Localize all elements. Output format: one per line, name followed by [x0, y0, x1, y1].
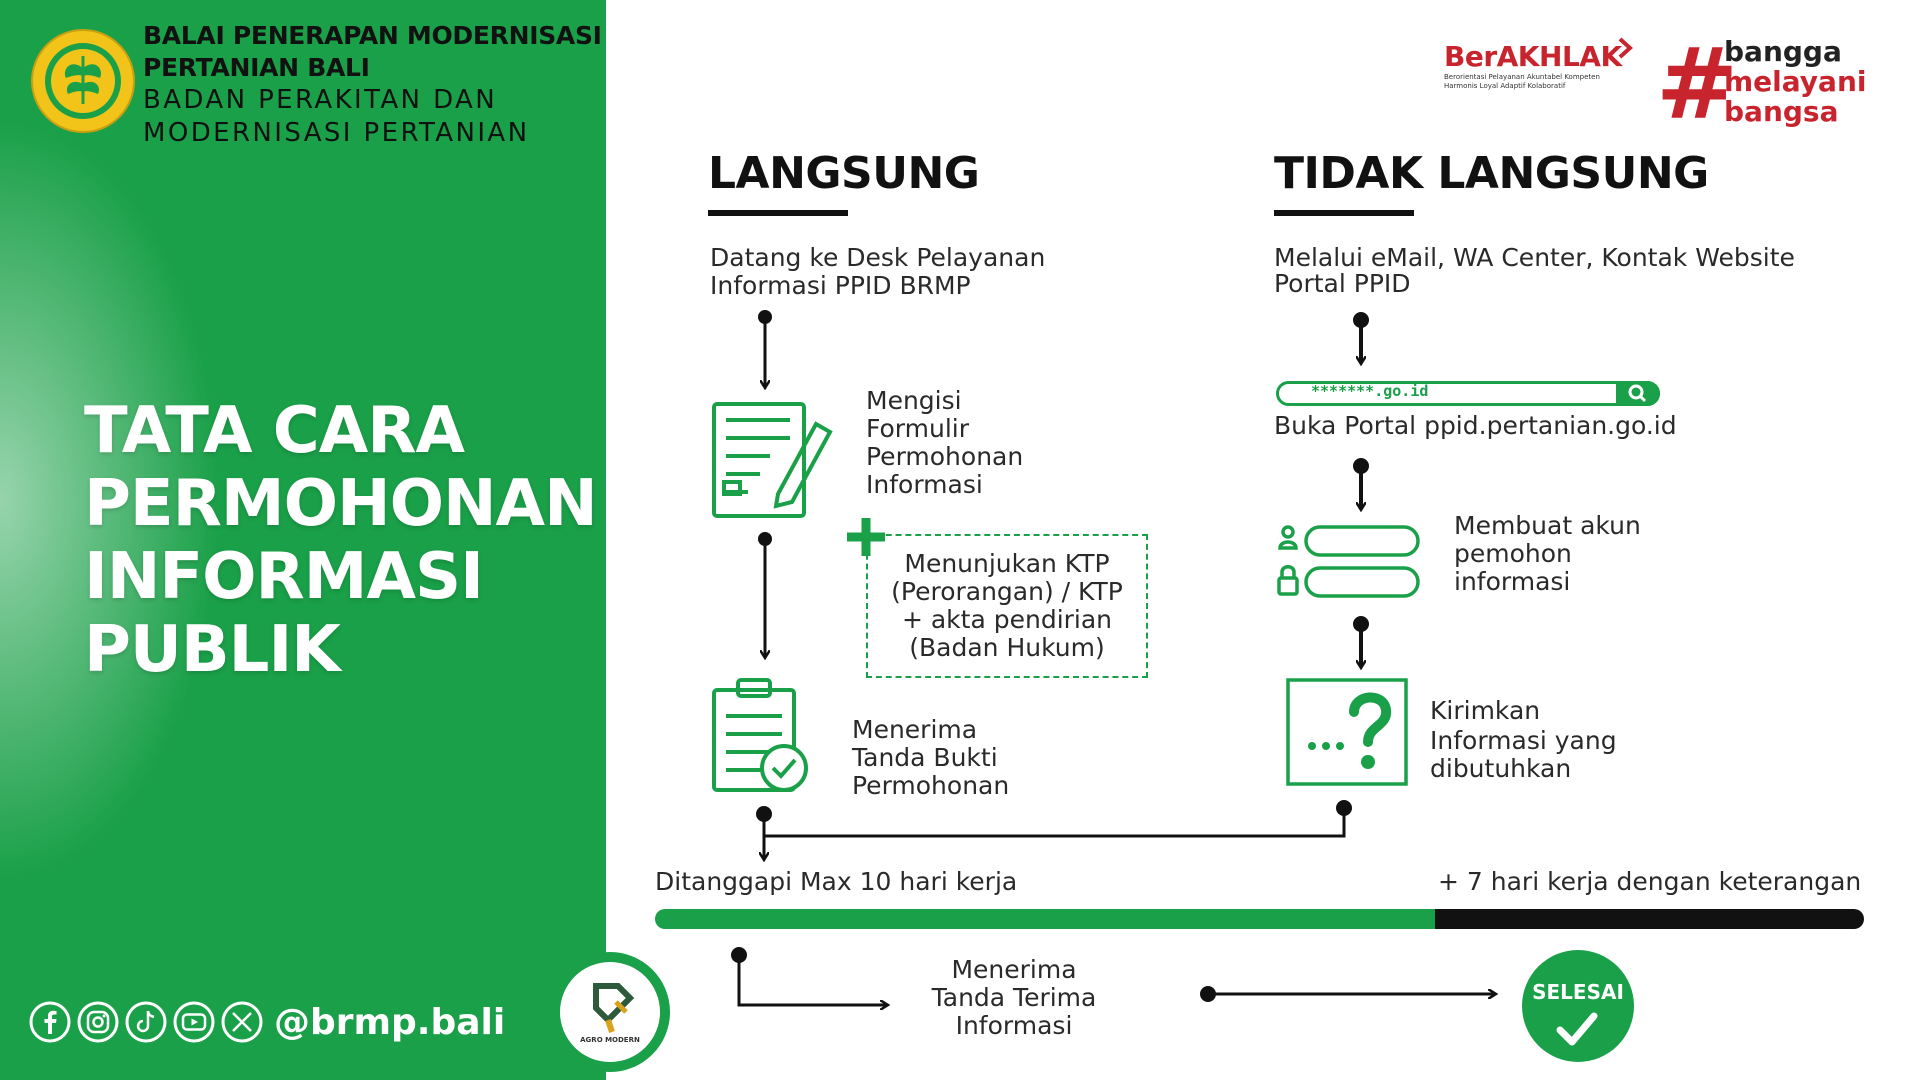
tidak-langsung-step-2: Buka Portal ppid.pertanian.go.id	[1274, 411, 1677, 440]
hashtag-icon: #	[1656, 28, 1739, 142]
question-icon	[1286, 678, 1408, 786]
final-step-line-2: Tanda Terima	[931, 983, 1097, 1012]
done-label: SELESAI	[1532, 980, 1624, 1004]
tidak-langsung-connector-2	[1353, 458, 1369, 508]
langsung-step-2-line-4: Informasi	[866, 470, 983, 499]
social-handle[interactable]: @brmp.bali	[274, 1001, 506, 1043]
langsung-step-3-line-3: Permohonan	[852, 771, 1010, 800]
instagram-icon[interactable]	[76, 1000, 120, 1044]
tidak-langsung-heading: TIDAK LANGSUNG	[1274, 148, 1709, 199]
search-icon	[1628, 384, 1647, 403]
langsung-connector-2	[758, 532, 772, 656]
timeline-bar-main	[655, 909, 1437, 929]
timeline-bar-extension	[1435, 909, 1864, 929]
langsung-step-3-line-1: Menerima	[852, 715, 978, 744]
page-title-line-1: TATA CARA	[84, 394, 465, 468]
clipboard-check-icon	[712, 678, 808, 792]
langsung-connector-1	[758, 310, 772, 386]
org-parent-line-2: MODERNISASI PERTANIAN	[143, 118, 530, 148]
final-step-line-3: Informasi	[955, 1011, 1073, 1040]
org-name-line-2: PERTANIAN BALI	[143, 53, 370, 82]
langsung-step-3-line-2: Tanda Bukti	[852, 743, 998, 772]
agro-modern-logo-icon	[593, 983, 635, 1033]
timeline-left-label: Ditanggapi Max 10 hari kerja	[655, 867, 1018, 896]
page-title-line-3: INFORMASI	[84, 540, 484, 614]
chevron-right-icon	[1618, 37, 1633, 59]
berakhlak-logo: BerAKHLAK Berorientasi Pelayanan Akuntab…	[1444, 37, 1633, 91]
final-step-line-1: Menerima	[951, 955, 1077, 984]
facebook-icon[interactable]	[28, 1000, 72, 1044]
tidak-langsung-step-3-line-1: Membuat akun	[1454, 511, 1641, 540]
tidak-langsung-underline	[1274, 210, 1414, 216]
langsung-step-2-line-2: Formulir	[866, 414, 969, 443]
checkmark-icon	[1556, 1012, 1598, 1046]
merge-connector	[756, 800, 1352, 858]
langsung-step-2-line-1: Mengisi	[866, 386, 962, 415]
ktp-line-1: Menunjukan KTP	[904, 549, 1110, 578]
org-parent-line-1: BADAN PERAKITAN DAN	[143, 85, 498, 115]
langsung-step-2-line-3: Permohonan	[866, 442, 1024, 471]
page-title-line-2: PERMOHONAN	[84, 467, 598, 541]
page-title-line-4: PUBLIK	[84, 613, 341, 687]
tidak-langsung-step-1-line-1: Melalui eMail, WA Center, Kontak Website	[1274, 243, 1795, 272]
tidak-langsung-step-4-line-3: dibutuhkan	[1430, 754, 1572, 783]
berakhlak-tagline-1: Berorientasi Pelayanan Akuntabel Kompete…	[1444, 73, 1600, 81]
langsung-underline	[708, 210, 848, 216]
left-panel: BALAI PENERAPAN MODERNISASI PERTANIAN BA…	[0, 0, 606, 1080]
agro-modern-label: AGRO MODERN	[580, 1036, 640, 1044]
agro-modern-badge: AGRO MODERN	[550, 952, 670, 1072]
bangga-word-3: bangsa	[1724, 95, 1839, 128]
tidak-langsung-connector-1	[1353, 312, 1369, 362]
bangga-word-2: melayani	[1724, 65, 1867, 98]
langsung-step-1-line-1: Datang ke Desk Pelayanan	[710, 243, 1046, 272]
bangga-word-1: bangga	[1724, 35, 1842, 68]
berakhlak-wordmark: BerAKHLAK	[1444, 40, 1622, 73]
lock-icon	[1277, 565, 1420, 598]
youtube-icon[interactable]	[172, 1000, 216, 1044]
tidak-langsung-step-3-line-3: informasi	[1454, 567, 1571, 596]
langsung-step-1-line-2: Informasi PPID BRMP	[710, 271, 971, 300]
tidak-langsung-step-4-line-1: Kirimkan	[1430, 696, 1541, 725]
portal-search-button	[1616, 381, 1660, 406]
tidak-langsung-connector-3	[1353, 616, 1369, 666]
portal-search-bar: *******.go.id	[1276, 381, 1660, 406]
x-icon[interactable]	[220, 1000, 264, 1044]
tidak-langsung-step-3-line-2: pemohon	[1454, 539, 1572, 568]
user-account-icon	[1278, 525, 1420, 557]
tidak-langsung-step-4-line-2: Informasi yang	[1430, 726, 1617, 755]
done-badge: SELESAI	[1522, 950, 1634, 1062]
tidak-langsung-step-1-line-2: Portal PPID	[1274, 269, 1411, 298]
tiktok-icon[interactable]	[124, 1000, 168, 1044]
final-connector-1	[731, 947, 886, 1005]
ministry-logo	[31, 29, 135, 133]
final-connector-2	[1200, 986, 1494, 1002]
ktp-line-2: (Perorangan) / KTP	[891, 577, 1123, 606]
berakhlak-tagline-2: Harmonis Loyal Adaptif Kolaboratif	[1444, 82, 1566, 90]
social-row: @brmp.bali	[28, 998, 505, 1046]
portal-search-text: *******.go.id	[1311, 382, 1429, 400]
ktp-requirement-box	[866, 534, 1148, 678]
ktp-line-3: + akta pendirian	[901, 605, 1113, 634]
langsung-heading: LANGSUNG	[708, 148, 980, 199]
ktp-line-4: (Badan Hukum)	[909, 633, 1105, 662]
timeline-right-label: + 7 hari kerja dengan keterangan	[1438, 867, 1862, 896]
org-name-line-1: BALAI PENERAPAN MODERNISASI	[143, 21, 602, 50]
form-icon	[712, 402, 833, 518]
